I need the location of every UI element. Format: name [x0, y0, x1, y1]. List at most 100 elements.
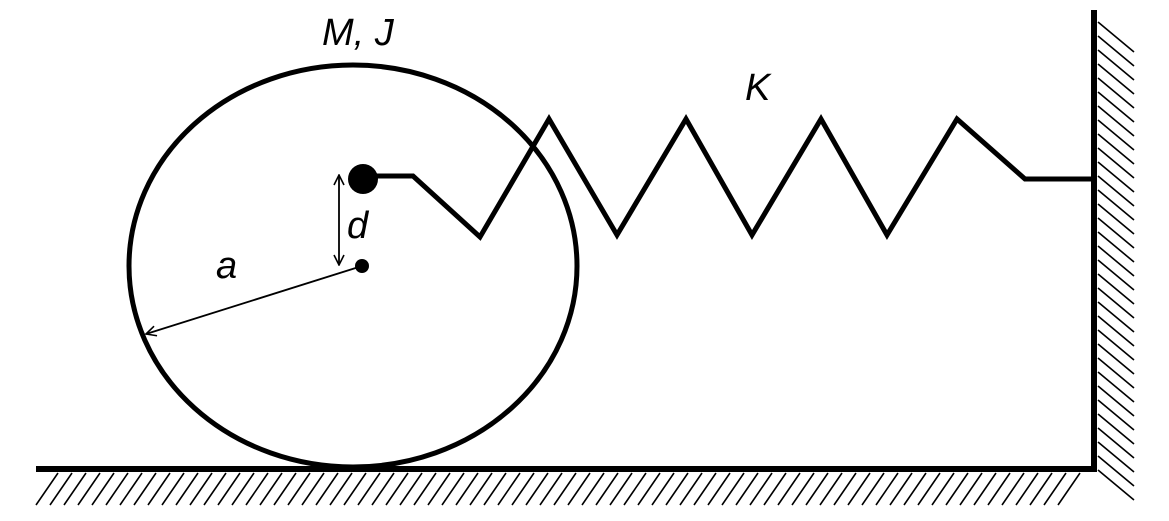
wall-hatch-stroke: [1097, 371, 1135, 403]
ground-hatch-stroke: [119, 472, 143, 506]
ground-hatch-stroke: [371, 472, 395, 506]
wall-hatch-stroke: [1097, 301, 1135, 333]
ground-hatch-stroke: [399, 472, 423, 506]
ground-hatch-stroke: [539, 472, 563, 506]
wall-hatch-stroke: [1097, 105, 1135, 137]
ground-hatch-stroke: [133, 472, 157, 506]
ground-hatch-stroke: [105, 472, 129, 506]
ground-hatch-stroke: [385, 472, 409, 506]
ground-hatch-stroke: [35, 472, 59, 506]
ground-hatch-stroke: [721, 472, 745, 506]
wall-hatch-stroke: [1097, 189, 1135, 221]
ground-hatch-stroke: [427, 472, 451, 506]
ground-hatch-stroke: [931, 472, 955, 506]
wall-hatch-stroke: [1097, 329, 1135, 361]
wall-hatch-stroke: [1097, 147, 1135, 179]
ground-hatch-stroke: [301, 472, 325, 506]
ground-hatch-stroke: [273, 472, 297, 506]
wall-hatch-stroke: [1097, 175, 1135, 207]
wall-hatch-stroke: [1097, 203, 1135, 235]
ground-hatch-stroke: [1001, 472, 1025, 506]
wall-hatch-stroke: [1097, 259, 1135, 291]
wall-hatch-stroke: [1097, 273, 1135, 305]
spring-attachment-pin: [348, 164, 378, 194]
ground-hatch-stroke: [763, 472, 787, 506]
ground-hatch-stroke: [959, 472, 983, 506]
ground-hatch-stroke: [511, 472, 535, 506]
ground-hatch-stroke: [315, 472, 339, 506]
wall-hatch-stroke: [1097, 455, 1135, 487]
ground-hatch-stroke: [77, 472, 101, 506]
ground-hatch-stroke: [343, 472, 367, 506]
ground-hatch-stroke: [91, 472, 115, 506]
ground-hatch-stroke: [735, 472, 759, 506]
wall-hatch-stroke: [1097, 441, 1135, 473]
wall-hatch-stroke: [1097, 217, 1135, 249]
ground-hatch-stroke: [861, 472, 885, 506]
wall-hatch-stroke: [1097, 413, 1135, 445]
radius-arrow: [146, 265, 363, 334]
wall-hatch-stroke: [1097, 343, 1135, 375]
disk: [126, 62, 580, 470]
ground-hatch-stroke: [413, 472, 437, 506]
ground-hatch-stroke: [945, 472, 969, 506]
ground-hatch-stroke: [679, 472, 703, 506]
wall-hatch-stroke: [1097, 245, 1135, 277]
ground-hatch-stroke: [777, 472, 801, 506]
wall-hatch-stroke: [1097, 21, 1135, 53]
wall-hatch-stroke: [1097, 35, 1135, 67]
ground-hatch-stroke: [581, 472, 605, 506]
ground-hatch-stroke: [973, 472, 997, 506]
wall-hatch-stroke: [1097, 385, 1135, 417]
ground-hatch-stroke: [567, 472, 591, 506]
ground-hatch-stroke: [609, 472, 633, 506]
ground-hatch-stroke: [917, 472, 941, 506]
ground-hatch-stroke: [217, 472, 241, 506]
ground-hatch-stroke: [805, 472, 829, 506]
spring-constant-label: K: [745, 67, 772, 109]
radius-label: a: [216, 245, 237, 287]
ground-hatch-stroke: [623, 472, 647, 506]
ground-hatch-stroke: [833, 472, 857, 506]
ground-hatch-stroke: [175, 472, 199, 506]
wall-hatch-stroke: [1097, 77, 1135, 109]
ground-hatch-stroke: [1043, 472, 1067, 506]
wall-hatch-stroke: [1097, 287, 1135, 319]
wall-hatch-stroke: [1097, 161, 1135, 193]
ground-hatch-stroke: [637, 472, 661, 506]
ground-hatch-stroke: [483, 472, 507, 506]
ground-hatch-stroke: [847, 472, 871, 506]
wall-hatch-stroke: [1097, 133, 1135, 165]
wall-hatch-stroke: [1097, 231, 1135, 263]
ground-hatch-stroke: [875, 472, 899, 506]
ground-hatch-stroke: [189, 472, 213, 506]
ground-hatch-stroke: [1015, 472, 1039, 506]
ground-hatch-stroke: [749, 472, 773, 506]
ground-hatch-stroke: [147, 472, 171, 506]
ground-hatch-stroke: [357, 472, 381, 506]
wall-hatch-stroke: [1097, 315, 1135, 347]
ground-hatch-stroke: [1029, 472, 1053, 506]
ground-hatch-stroke: [231, 472, 255, 506]
ground-hatch-stroke: [49, 472, 73, 506]
ground-hatch-stroke: [245, 472, 269, 506]
wall-hatch-stroke: [1097, 49, 1135, 81]
ground-hatching: [35, 472, 1081, 506]
ground-hatch-stroke: [161, 472, 185, 506]
wall-hatch-stroke: [1097, 63, 1135, 95]
ground-hatch-stroke: [889, 472, 913, 506]
ground-hatch-stroke: [707, 472, 731, 506]
ground-hatch-stroke: [497, 472, 521, 506]
ground-hatch-stroke: [651, 472, 675, 506]
ground-hatch-stroke: [1057, 472, 1081, 506]
ground-hatch-stroke: [329, 472, 353, 506]
spring: [363, 114, 1092, 241]
ground-hatch-stroke: [595, 472, 619, 506]
ground-hatch-stroke: [987, 472, 1011, 506]
wall-hatch-stroke: [1097, 427, 1135, 459]
ground-hatch-stroke: [903, 472, 927, 506]
ground-hatch-stroke: [791, 472, 815, 506]
ground-hatch-stroke: [693, 472, 717, 506]
